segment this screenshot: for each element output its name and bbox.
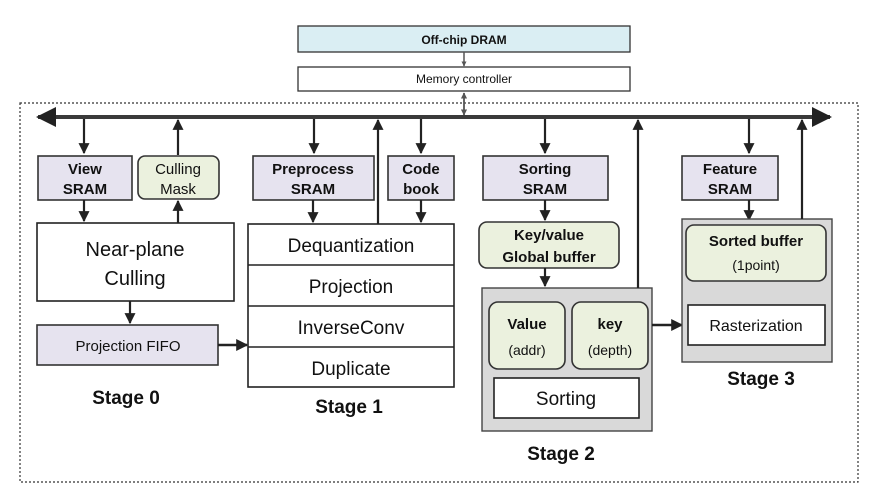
sorting-box [493, 377, 640, 419]
projection-fifo-label: Projection FIFO [75, 338, 180, 355]
sorted-buffer-label: Sorted buffer [709, 233, 803, 250]
near-plane-culling-box [36, 222, 235, 302]
sorting-sram-box [482, 155, 609, 201]
culling-mask-line2: Mask [160, 181, 196, 198]
stage3-label: Stage 3 [727, 369, 795, 390]
sorted-buffer-sublabel: (1point) [732, 257, 779, 273]
view-sram-line2: SRAM [63, 181, 107, 198]
memory-controller-box [297, 66, 631, 92]
stage0-label: Stage 0 [92, 388, 160, 409]
value-sublabel: (addr) [508, 342, 545, 358]
sorting-label: Sorting [536, 389, 596, 410]
kv-buffer-line2: Global buffer [502, 249, 595, 266]
dram-label: Off-chip DRAM [421, 33, 506, 47]
preprocess-sram-line2: SRAM [291, 181, 335, 198]
preprocess-sram-box [252, 155, 375, 201]
codebook-line1: Code [402, 161, 440, 178]
key-box [571, 301, 649, 370]
dram-box [297, 25, 631, 53]
feature-sram-line2: SRAM [708, 181, 752, 198]
kv-buffer-line1: Key/value [514, 227, 584, 244]
culling-mask-line1: Culling [155, 161, 201, 178]
view-sram-line1: View [68, 161, 102, 178]
near-plane-line2: Culling [104, 268, 165, 290]
duplicate-label: Duplicate [311, 359, 390, 380]
key-sublabel: (depth) [588, 342, 632, 358]
stage2-label: Stage 2 [527, 444, 595, 465]
sorting-sram-line1: Sorting [519, 161, 572, 178]
key-label: key [597, 316, 623, 333]
rasterization-box [687, 304, 826, 346]
memory-controller-label: Memory controller [416, 72, 512, 86]
kv-global-buffer-box [478, 221, 620, 269]
rasterization-label: Rasterization [709, 318, 802, 335]
inverseconv-label: InverseConv [298, 318, 405, 339]
stage1-label: Stage 1 [315, 397, 383, 418]
projection-label: Projection [309, 277, 394, 298]
preprocess-sram-line1: Preprocess [272, 161, 354, 178]
value-box [488, 301, 566, 370]
codebook-line2: book [403, 181, 439, 198]
value-label: Value [507, 316, 546, 333]
near-plane-line1: Near-plane [86, 239, 185, 261]
culling-mask-box [137, 155, 220, 200]
feature-sram-line1: Feature [703, 161, 757, 178]
sorting-sram-line2: SRAM [523, 181, 567, 198]
dequantization-label: Dequantization [288, 236, 415, 257]
feature-sram-box [681, 155, 779, 201]
chip-boundary [19, 102, 859, 483]
sorted-buffer-box [685, 224, 827, 282]
view-sram-box [37, 155, 133, 201]
